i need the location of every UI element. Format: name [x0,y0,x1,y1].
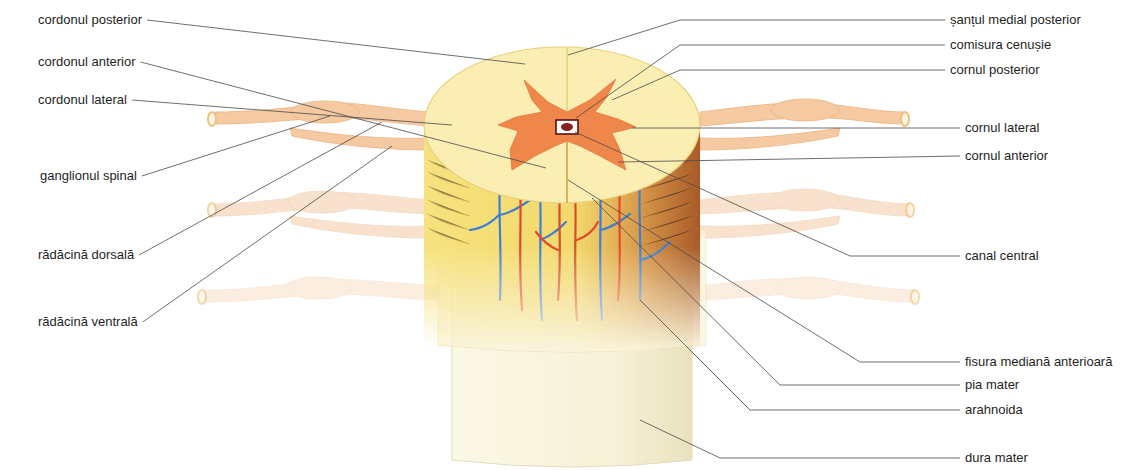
leader-line [576,45,945,118]
leader-line [139,122,382,255]
part-label: cornul anterior [965,148,1048,164]
anterior-median-fissure [566,140,568,203]
part-label: dura mater [965,450,1028,466]
part-label: șanțul medial posterior [950,12,1081,28]
part-label: rădăcină ventrală [38,314,138,330]
leader-line [640,300,960,410]
leader-line [141,62,546,168]
part-label: cordonul posterior [38,12,142,28]
leader-line [575,132,960,256]
part-label: arahnoida [965,402,1023,418]
leader-line [632,128,960,129]
part-label: canal central [965,248,1039,264]
leader-line [640,420,960,458]
part-label: cornul posterior [950,62,1040,78]
central-canal [556,120,578,134]
part-label: cordonul anterior [38,54,136,70]
part-label: cordonul lateral [38,92,127,108]
canal-lumen [561,123,573,131]
leader-lines [132,20,960,458]
cord-section [424,47,700,203]
part-label: fisura mediană anterioară [965,354,1112,370]
leader-line [132,100,452,125]
leader-line [568,180,960,362]
part-label: ganglionul spinal [40,168,137,184]
part-label: rădăcină dorsală [38,247,134,263]
grey-matter [498,79,636,170]
part-label: comisura cenușie [950,37,1051,53]
leader-line [142,116,330,176]
leader-line [143,146,392,322]
posterior-median-sulcus [566,48,567,112]
leader-line [612,70,945,100]
leader-line [618,156,960,162]
leader-line [147,20,525,64]
part-label: cornul lateral [965,120,1039,136]
leader-line [568,20,945,55]
part-label: pia mater [965,377,1019,393]
leader-line [592,198,960,385]
